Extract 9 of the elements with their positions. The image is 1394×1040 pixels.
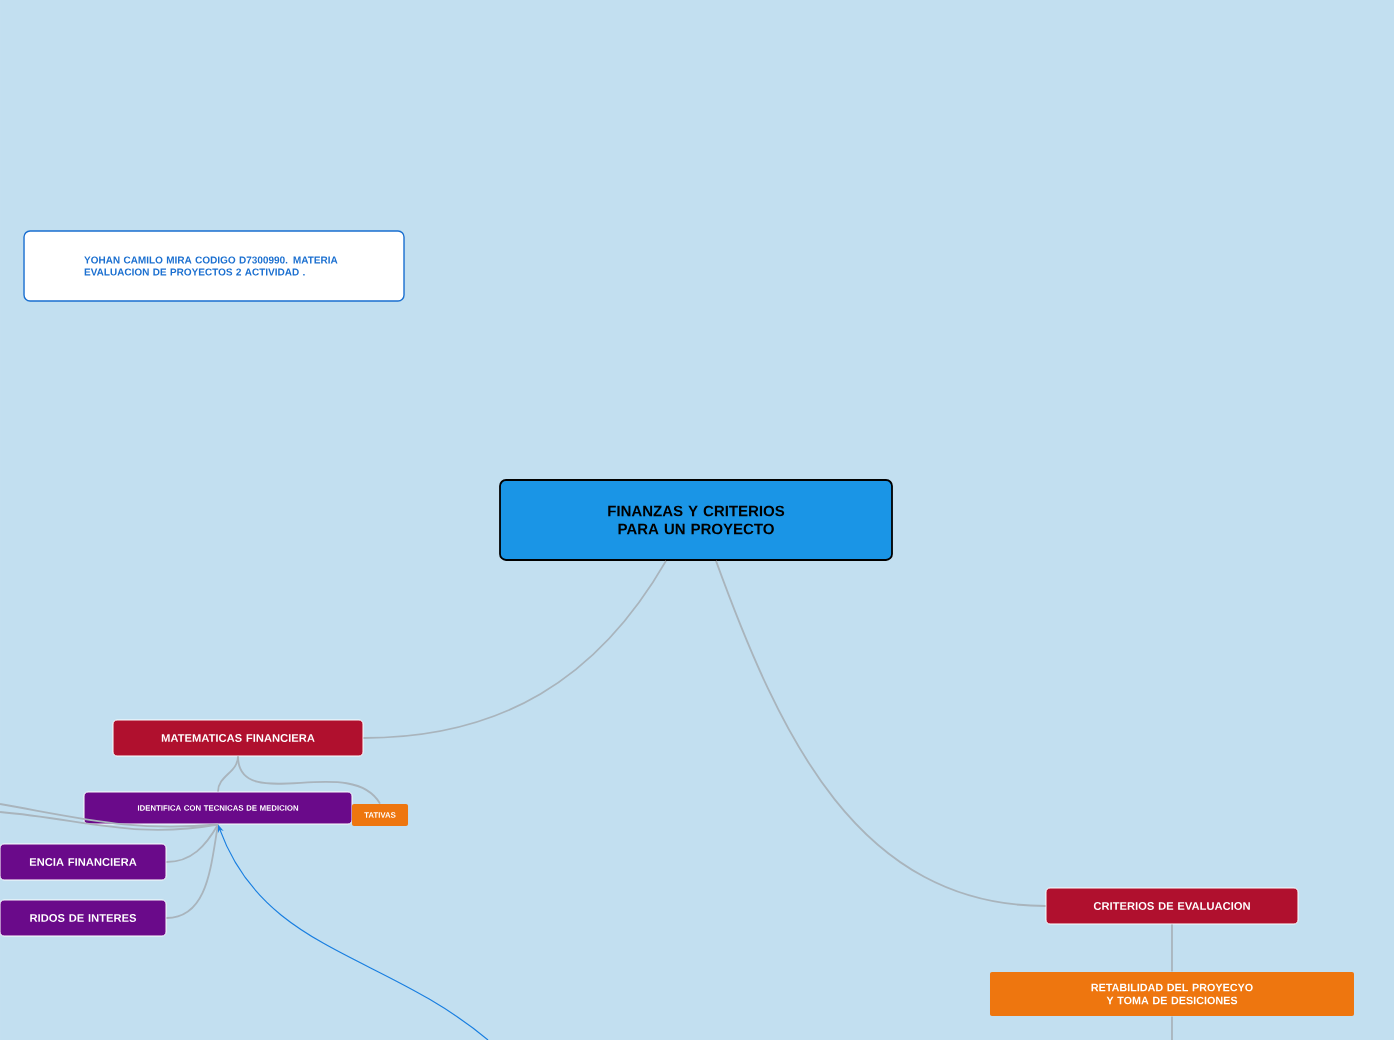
connector xyxy=(237,755,381,805)
connector xyxy=(217,755,239,793)
connector xyxy=(1171,1015,1173,1040)
connector xyxy=(715,560,1047,907)
connector xyxy=(0,811,219,831)
connector xyxy=(362,560,667,739)
connector xyxy=(165,823,219,863)
connector xyxy=(165,823,219,919)
connector xyxy=(1171,923,1173,973)
